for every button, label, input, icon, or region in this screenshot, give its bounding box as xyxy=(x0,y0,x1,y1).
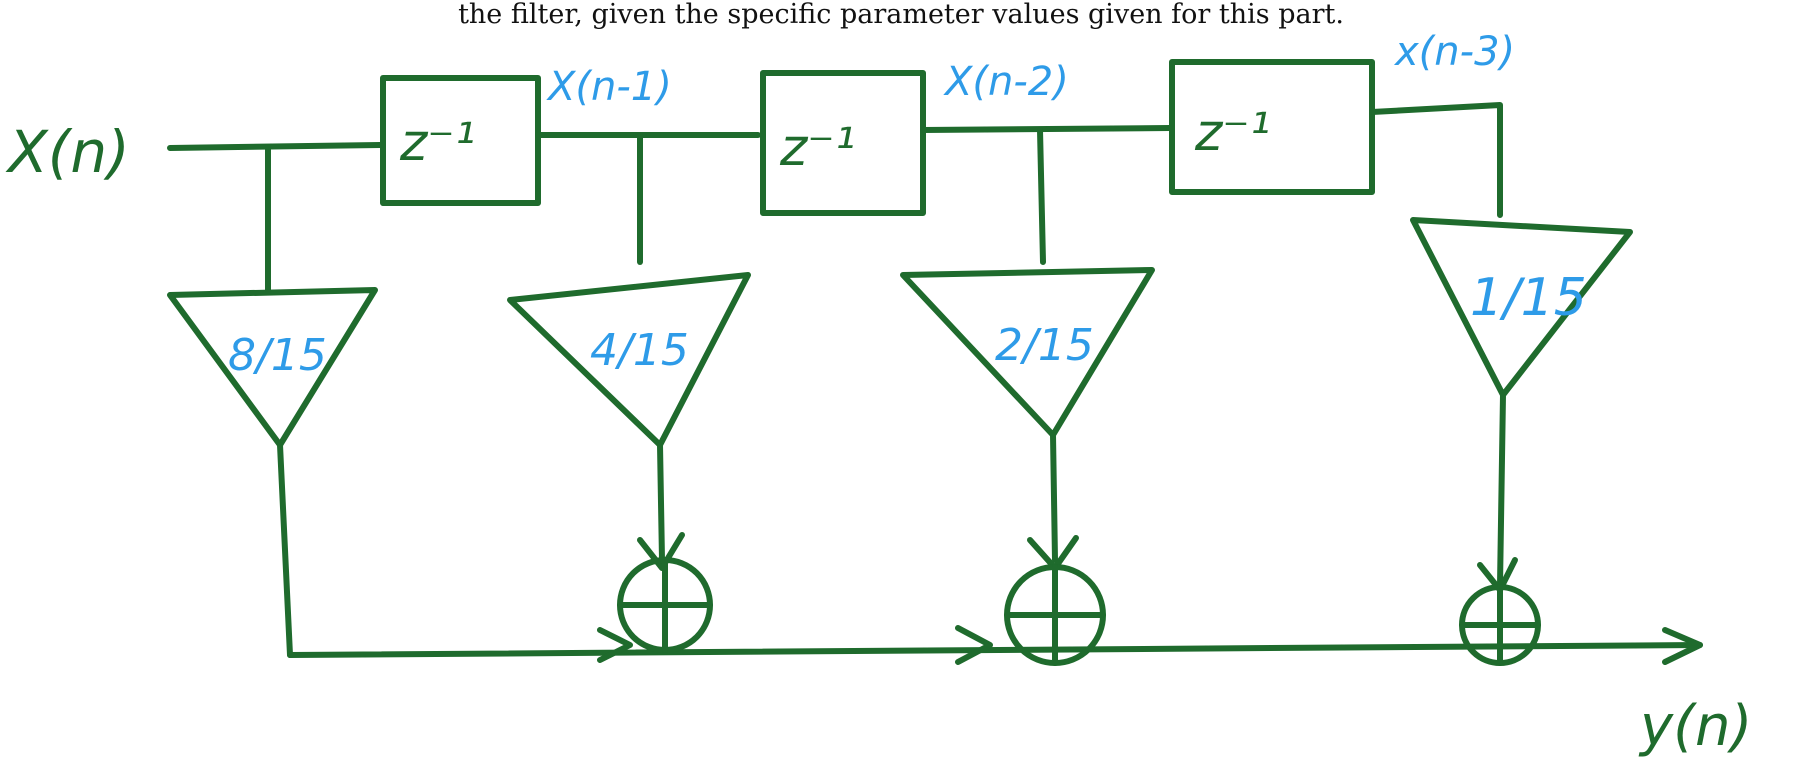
gain-label-2: 4/15 xyxy=(590,325,689,376)
gain-output-line-4 xyxy=(1497,392,1506,588)
input-line xyxy=(167,142,383,151)
delay-block-2 xyxy=(760,70,926,216)
gain-triangle-2 xyxy=(507,272,751,448)
arrowhead-right-2 xyxy=(597,627,633,663)
input-label: X(n) xyxy=(5,118,130,186)
signal-line-2 xyxy=(920,125,1173,133)
gain-output-line-2 xyxy=(657,442,665,563)
signal-label-2: X(n-2) xyxy=(943,59,1069,105)
delay-label-3: z⁻¹ xyxy=(1194,103,1271,163)
gain-output-line-1 xyxy=(277,442,293,658)
tap-line-2 xyxy=(1037,127,1046,265)
gain-label-3: 2/15 xyxy=(995,320,1094,371)
arrowhead-right-3 xyxy=(955,625,993,665)
gain-triangle-3 xyxy=(900,267,1155,438)
gain-triangle-1 xyxy=(167,287,378,448)
signal-label-3: x(n-3) xyxy=(1393,29,1515,75)
adder-1 xyxy=(617,557,713,653)
delay-label-1: z⁻¹ xyxy=(399,113,476,173)
adder-2 xyxy=(1004,564,1106,666)
delay-block-3 xyxy=(1169,59,1375,195)
signal-label-1: X(n-1) xyxy=(546,64,672,110)
output-arrowhead xyxy=(1662,627,1703,665)
gain-label-4: 1/15 xyxy=(1470,268,1587,328)
delay-label-2: z⁻¹ xyxy=(779,118,856,178)
gain-triangle-4 xyxy=(1410,217,1633,398)
output-bus-line xyxy=(287,642,1703,658)
output-label: y(n) xyxy=(1638,694,1752,759)
signal-line-3 xyxy=(1369,102,1503,218)
delay-block-1 xyxy=(380,75,541,206)
adder-3 xyxy=(1459,584,1541,666)
caption-text: the filter, given the specific parameter… xyxy=(458,0,1344,30)
gain-label-1: 8/15 xyxy=(228,330,327,381)
gain-output-line-3 xyxy=(1050,432,1058,563)
